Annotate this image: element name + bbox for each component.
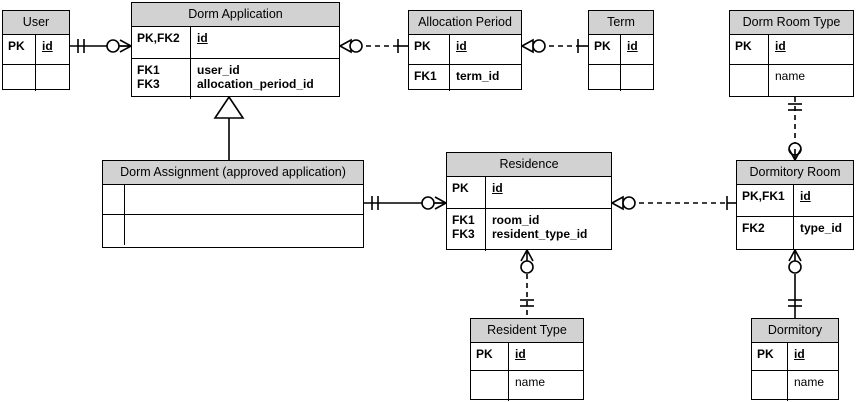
entity-row bbox=[103, 214, 363, 245]
entity-resident-type[interactable]: Resident Type PK id name bbox=[470, 318, 584, 401]
row-key: PK bbox=[730, 34, 769, 64]
relationship-dormapplication-allocationperiod bbox=[338, 38, 408, 54]
relationship-user-dormapplication bbox=[70, 39, 132, 53]
entity-title: User bbox=[3, 11, 69, 35]
row-key bbox=[589, 64, 621, 91]
entity-title: Dormitory Room bbox=[737, 161, 853, 185]
row-attrs: id bbox=[794, 346, 805, 361]
row-attrs: id bbox=[515, 346, 526, 361]
entity-row bbox=[3, 64, 69, 91]
row-key: PK bbox=[589, 34, 621, 64]
row-key bbox=[3, 64, 36, 91]
row-key: PK,FK1 bbox=[737, 184, 794, 216]
row-key bbox=[103, 184, 125, 214]
entity-row: PK id bbox=[471, 342, 583, 371]
entity-row bbox=[589, 64, 653, 91]
entity-title: Dorm Assignment (approved application) bbox=[103, 161, 363, 185]
row-key bbox=[752, 370, 788, 401]
entity-dormitory-room[interactable]: Dormitory Room PK,FK1 id FK2 type_id bbox=[736, 160, 854, 250]
relationship-dormitoryroom-dormitory bbox=[788, 249, 802, 318]
row-attrs: name bbox=[515, 374, 546, 389]
row-attrs bbox=[125, 215, 363, 245]
row-attrs: id bbox=[800, 188, 811, 203]
row-attrs: id bbox=[492, 180, 503, 195]
entity-row: PK id bbox=[447, 176, 611, 209]
relationship-residence-dormitoryroom bbox=[610, 195, 736, 211]
entity-row: PK id bbox=[589, 34, 653, 65]
entity-term[interactable]: Term PK id bbox=[588, 10, 654, 91]
entity-row: FK1 term_id bbox=[409, 64, 521, 91]
row-key: PK bbox=[3, 34, 36, 64]
entity-dormitory[interactable]: Dormitory PK id name bbox=[751, 318, 839, 401]
entity-dorm-assignment[interactable]: Dorm Assignment (approved application) bbox=[102, 160, 364, 248]
entity-row bbox=[103, 184, 363, 215]
row-key: PK,FK2 bbox=[132, 26, 191, 58]
entity-title: Resident Type bbox=[471, 319, 583, 343]
row-attrs: id bbox=[197, 30, 208, 45]
entity-row: PK id bbox=[409, 34, 521, 65]
row-attrs bbox=[125, 185, 363, 214]
relationship-dormroomtype-dormitoryroom bbox=[788, 97, 802, 161]
entity-row: PK id bbox=[3, 34, 69, 65]
entity-row: name bbox=[752, 370, 838, 401]
row-key: PK bbox=[471, 342, 509, 370]
entity-row: PK,FK2 id bbox=[132, 26, 339, 59]
row-attrs: id bbox=[456, 38, 467, 53]
row-key bbox=[471, 370, 509, 401]
row-attrs: room_id resident_type_id bbox=[492, 212, 588, 241]
row-key bbox=[730, 64, 769, 97]
row-attrs: id bbox=[775, 38, 786, 53]
row-key bbox=[103, 214, 125, 245]
row-attrs: id bbox=[42, 38, 53, 53]
relationship-dormassignment-residence bbox=[364, 196, 447, 210]
relationship-allocationperiod-term bbox=[520, 38, 588, 54]
entity-title: Dorm Room Type bbox=[730, 11, 853, 35]
entity-row: PK id bbox=[752, 342, 838, 371]
entity-dorm-room-type[interactable]: Dorm Room Type PK id name bbox=[729, 10, 854, 97]
entity-row: name bbox=[730, 64, 853, 97]
entity-title: Allocation Period bbox=[409, 11, 521, 35]
entity-user[interactable]: User PK id bbox=[2, 10, 70, 91]
entity-allocation-period[interactable]: Allocation Period PK id FK1 term_id bbox=[408, 10, 522, 91]
entity-row: name bbox=[471, 370, 583, 401]
relationship-dormassignment-dormapplication bbox=[213, 95, 245, 160]
entity-title: Residence bbox=[447, 153, 611, 177]
entity-row: FK2 type_id bbox=[737, 216, 853, 250]
entity-row: PK id bbox=[730, 34, 853, 65]
entity-title: Dorm Application bbox=[132, 3, 339, 27]
row-attrs bbox=[621, 65, 653, 91]
row-attrs: term_id bbox=[456, 68, 500, 83]
entity-title: Term bbox=[589, 11, 653, 35]
row-key: PK bbox=[752, 342, 788, 370]
row-key: PK bbox=[409, 34, 450, 64]
row-key: FK1 bbox=[409, 64, 450, 91]
row-attrs: name bbox=[775, 68, 806, 83]
row-key: FK2 bbox=[737, 216, 794, 250]
row-attrs: type_id bbox=[800, 220, 843, 235]
row-attrs: name bbox=[794, 374, 825, 389]
row-attrs: user_id allocation_period_id bbox=[197, 62, 314, 91]
entity-title: Dormitory bbox=[752, 319, 838, 343]
entity-row: PK,FK1 id bbox=[737, 184, 853, 217]
row-attrs: id bbox=[627, 38, 638, 53]
row-key: PK bbox=[447, 176, 486, 208]
row-attrs bbox=[36, 65, 69, 91]
relationship-residence-residenttype bbox=[520, 249, 534, 318]
